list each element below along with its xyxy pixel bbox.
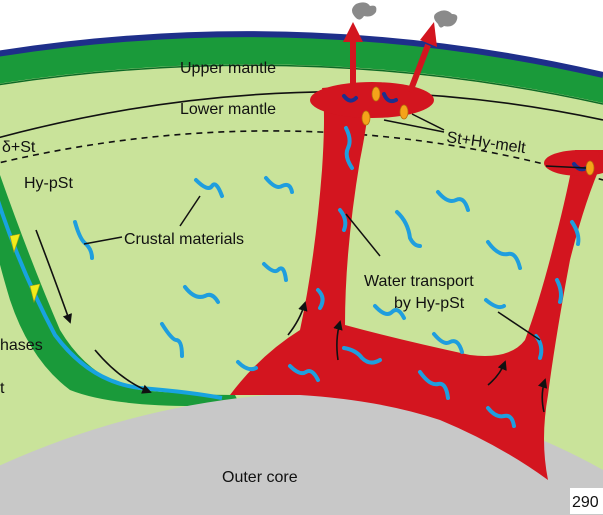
squiggle-icon (570, 220, 581, 246)
hy-pst-label: Hy-pSt (24, 175, 73, 192)
water-transport-label-1: Water transport (364, 273, 474, 290)
slab-arrow-yellow-icon (29, 283, 41, 304)
squiggle-icon (183, 285, 220, 304)
delta-st-label: δ+St (2, 139, 36, 156)
squiggle-icon (382, 92, 398, 104)
water-transport-label-2: by Hy-pSt (394, 295, 465, 312)
squiggle-icon (344, 126, 354, 170)
upper-mantle-label: Upper mantle (180, 60, 276, 77)
squiggle-icon (338, 208, 348, 232)
squiggle-icon (432, 332, 464, 354)
squiggle-icon (194, 178, 224, 198)
smoke-puff-icon (434, 10, 458, 28)
upper-lower-mantle-boundary (0, 91, 603, 139)
squiggle-icon (373, 304, 406, 320)
outer-core-label: Outer core (222, 469, 298, 486)
squiggle-icon (342, 94, 358, 103)
slab-descent-arrow (94, 349, 152, 394)
crustal-materials-label: Crustal materials (124, 231, 244, 248)
droplet-icon (361, 110, 371, 126)
phases-label-fragment: hases (0, 337, 43, 354)
eruption-arrow-left-head (343, 22, 363, 42)
squiggle-icon (262, 262, 288, 282)
squiggle-icon (264, 176, 294, 194)
smoke-puff-icon (352, 2, 377, 20)
lower-mantle-label: Lower mantle (180, 101, 276, 118)
crust-band (0, 34, 603, 103)
droplet-icon (371, 86, 381, 102)
squiggle-icon (555, 278, 563, 304)
slab-motion-arrow (35, 229, 72, 324)
crust-lower-boundary (0, 64, 603, 105)
squiggle-icon (436, 190, 470, 212)
eruption-arrow-right-head (420, 22, 437, 47)
squiggle-icon (342, 346, 382, 365)
crustal-squiggles (73, 176, 522, 372)
squiggle-icon (418, 370, 450, 400)
upwelling-arrow (538, 378, 548, 413)
squiggle-icon (395, 210, 422, 248)
squiggle-icon (160, 322, 184, 358)
t-label-fragment: t (0, 380, 5, 397)
droplet-icon (399, 104, 409, 120)
upwelling-arrow (333, 320, 343, 361)
eruption-arrow-right (407, 43, 431, 94)
upwelling-arrow (287, 301, 308, 336)
melt-droplets (361, 86, 595, 176)
squiggle-icon (486, 240, 522, 270)
depth-label-box (570, 488, 603, 514)
slab-arrow-yellow-icon (9, 233, 21, 254)
droplet-icon (585, 160, 595, 176)
melt-pool-left (310, 82, 434, 118)
squiggle-icon (486, 406, 516, 428)
squiggle-icon (236, 360, 258, 372)
squiggle-icon (316, 288, 325, 310)
surface-line (0, 31, 603, 78)
subducting-slab (0, 170, 240, 406)
plume-base-red (230, 84, 603, 480)
leader-lines (83, 113, 587, 341)
depth-label-fragment: 290 (572, 494, 599, 511)
squiggle-icon (484, 298, 506, 310)
squiggle-icon (288, 364, 320, 382)
upwelling-arrow (487, 360, 507, 386)
transition-dashed-line (0, 130, 603, 181)
